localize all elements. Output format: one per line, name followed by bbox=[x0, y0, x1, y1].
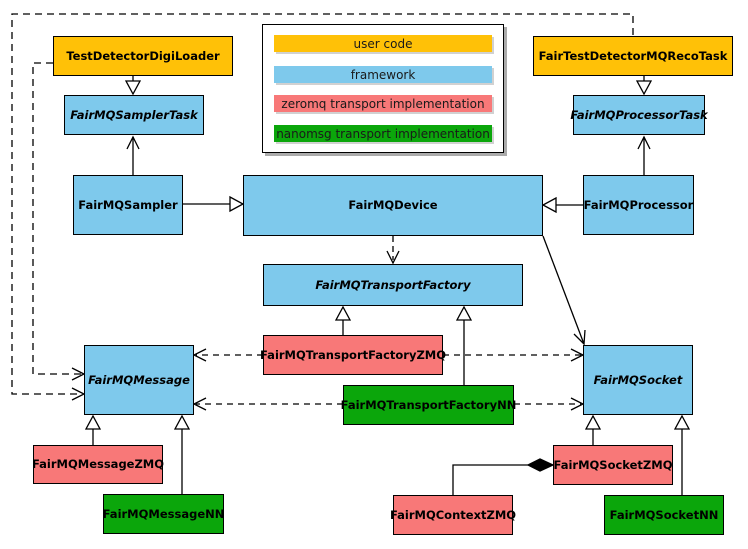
open-arrowhead bbox=[192, 397, 207, 411]
node-label: FairMQTransportFactory bbox=[315, 277, 471, 292]
node-label: FairTestDetectorMQRecoTask bbox=[538, 48, 728, 63]
node-label: FairMQTransportFactoryNN bbox=[340, 397, 517, 412]
node-fairmq-message-nn: FairMQMessageNN bbox=[103, 494, 224, 534]
legend-item-label: nanomsg transport implementation bbox=[276, 126, 490, 141]
node-fairmq-device: FairMQDevice bbox=[243, 175, 543, 236]
node-label: FairMQSamplerTask bbox=[70, 107, 198, 122]
node-fairmq-transport-factory: FairMQTransportFactory bbox=[263, 264, 523, 306]
inheritance-arrowhead bbox=[124, 80, 142, 96]
node-fairmq-socket-nn: FairMQSocketNN bbox=[604, 495, 724, 535]
inheritance-arrowhead bbox=[334, 305, 352, 321]
edge-socketzmq-composes-contextzmq bbox=[452, 458, 555, 495]
node-fairmq-socket-zmq: FairMQSocketZMQ bbox=[553, 445, 673, 485]
edge-processor-uses-processortask bbox=[637, 135, 651, 175]
node-fairmq-sampler: FairMQSampler bbox=[73, 175, 183, 235]
legend-item-label: framework bbox=[350, 67, 416, 82]
edge-transportfactoryzmq-depends-on-message bbox=[192, 348, 263, 362]
legend-item-label: zeromq transport implementation bbox=[281, 96, 485, 111]
node-label: FairMQSocketNN bbox=[609, 507, 719, 522]
node-fairmq-transport-factory-zmq: FairMQTransportFactoryZMQ bbox=[260, 335, 447, 375]
node-fairmq-sampler-task: FairMQSamplerTask bbox=[64, 95, 204, 135]
legend: user code framework zeromq transport imp… bbox=[262, 24, 504, 153]
node-fairmq-message: FairMQMessage bbox=[84, 345, 194, 415]
node-fairmq-context-zmq: FairMQContextZMQ bbox=[389, 495, 517, 535]
node-label: FairMQSocketZMQ bbox=[553, 457, 673, 472]
edge-transportfactorynn-depends-on-message bbox=[192, 397, 343, 411]
node-label: FairMQProcessor bbox=[583, 197, 694, 212]
inheritance-arrowhead bbox=[173, 414, 191, 430]
edge-socketzmq-inherits-socket bbox=[584, 414, 602, 445]
node-label: FairMQProcessorTask bbox=[570, 107, 708, 122]
inheritance-arrowhead bbox=[84, 414, 102, 430]
open-arrowhead bbox=[573, 329, 586, 346]
node-fairmq-socket: FairMQSocket bbox=[583, 345, 693, 415]
edge-transportfactoryzmq-inherits-transportfactory bbox=[334, 305, 352, 335]
edge-messagenn-inherits-message bbox=[173, 414, 191, 494]
node-fairmq-processor-task: FairMQProcessorTask bbox=[570, 95, 708, 135]
edge-transportfactorynn-inherits-transportfactory bbox=[455, 305, 473, 385]
node-label: FairMQMessage bbox=[88, 372, 190, 387]
legend-item-nanomsg: nanomsg transport implementation bbox=[274, 125, 492, 142]
legend-item-label: user code bbox=[353, 36, 413, 51]
edge-messagezmq-inherits-message bbox=[84, 414, 102, 445]
inheritance-arrowhead bbox=[455, 305, 473, 321]
node-label: FairMQSocket bbox=[593, 372, 683, 387]
edge-sampler-uses-samplertask bbox=[126, 135, 140, 175]
node-fair-test-detector-mq-reco-task: FairTestDetectorMQRecoTask bbox=[533, 36, 733, 76]
inheritance-arrowhead bbox=[673, 414, 691, 430]
open-arrowhead bbox=[386, 250, 400, 265]
inheritance-arrowhead bbox=[229, 195, 245, 213]
node-label: FairMQDevice bbox=[348, 198, 438, 213]
open-arrowhead bbox=[126, 135, 140, 150]
node-fairmq-processor: FairMQProcessor bbox=[583, 175, 694, 235]
legend-item-user-code: user code bbox=[274, 35, 492, 52]
node-label: FairMQMessageZMQ bbox=[31, 457, 165, 472]
edge-digiloader-inherits-samplertask bbox=[124, 76, 142, 96]
edge-device-depends-on-transportfactory bbox=[386, 236, 400, 265]
node-label: FairMQMessageNN bbox=[102, 506, 225, 521]
inheritance-arrowhead bbox=[584, 414, 602, 430]
edge-sampler-inherits-device bbox=[183, 195, 245, 213]
legend-item-zeromq: zeromq transport implementation bbox=[274, 95, 492, 112]
inheritance-arrowhead bbox=[541, 196, 557, 214]
node-test-detector-digi-loader: TestDetectorDigiLoader bbox=[53, 36, 233, 76]
edge-processor-inherits-device bbox=[541, 196, 583, 214]
edge-recotask-inherits-processortask bbox=[635, 76, 653, 96]
open-arrowhead bbox=[637, 135, 651, 150]
edge-transportfactorynn-depends-on-socket bbox=[514, 397, 585, 411]
open-arrowhead bbox=[192, 348, 207, 362]
node-fairmq-transport-factory-nn: FairMQTransportFactoryNN bbox=[340, 385, 517, 425]
legend-item-framework: framework bbox=[274, 66, 492, 83]
node-label: FairMQTransportFactoryZMQ bbox=[260, 347, 447, 362]
node-label: FairMQContextZMQ bbox=[389, 507, 517, 522]
node-label: TestDetectorDigiLoader bbox=[66, 48, 220, 63]
node-fairmq-message-zmq: FairMQMessageZMQ bbox=[31, 445, 165, 484]
composition-diamond bbox=[526, 458, 555, 472]
edge-socketnn-inherits-socket bbox=[673, 414, 691, 495]
node-label: FairMQSampler bbox=[78, 197, 178, 212]
inheritance-arrowhead bbox=[635, 80, 653, 96]
edge-device-uses-socket bbox=[542, 235, 586, 346]
